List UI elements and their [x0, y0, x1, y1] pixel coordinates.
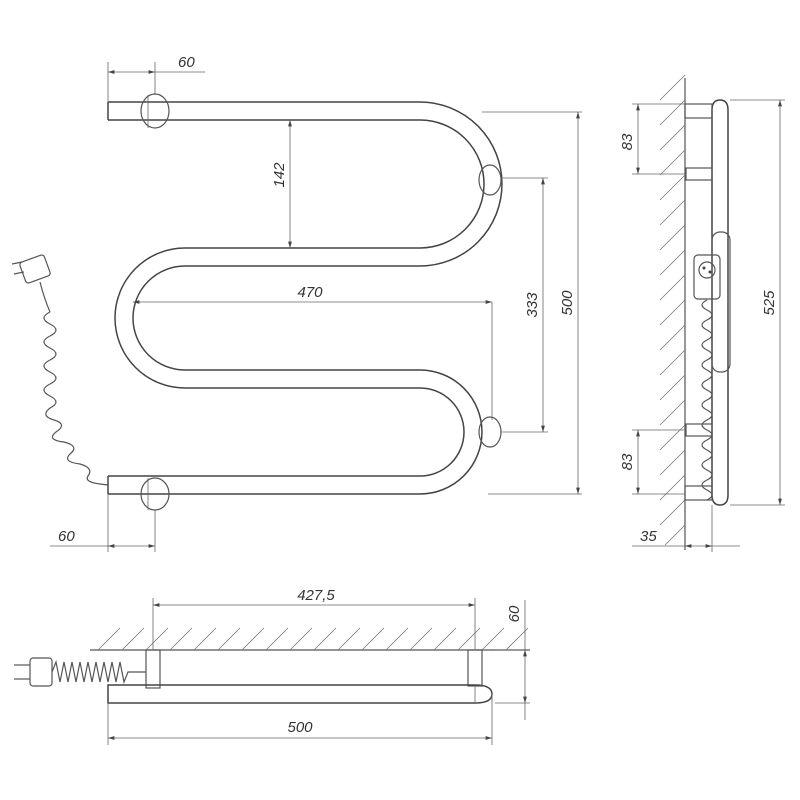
dim-top-width: 500 [287, 719, 313, 736]
top-wall-hatching [97, 627, 529, 651]
dim-front-left-offset-bottom: 60 [58, 528, 75, 545]
top-coiled-cord [51, 659, 146, 685]
front-mount-lower-right [478, 416, 548, 448]
side-wall-hatching [659, 74, 686, 546]
dim-top-mount-spacing: 427,5 [297, 587, 335, 604]
top-mount-posts [145, 649, 483, 689]
dim-front-mount-spacing: 333 [524, 292, 541, 318]
dim-front-height: 500 [559, 290, 576, 316]
front-coiled-cord [43, 311, 109, 486]
front-mount-upper-right [478, 164, 548, 196]
dim-top-depth: 60 [506, 605, 523, 622]
dim-side-height: 525 [761, 290, 778, 316]
dim-front-bend-gap: 142 [271, 162, 288, 188]
front-mount-top-left [140, 93, 170, 129]
dim-front-left-offset-top: 60 [178, 54, 195, 71]
side-pipe [711, 99, 729, 506]
front-pipe-inner [108, 119, 485, 477]
dim-side-depth: 35 [640, 528, 657, 545]
side-socket-icon [693, 254, 721, 300]
top-plug-icon [14, 657, 53, 687]
dim-side-top-offset: 83 [619, 133, 636, 150]
front-plug-icon [11, 254, 51, 313]
side-coiled-cord [701, 299, 713, 501]
side-view: 83 525 83 35 [619, 74, 785, 552]
top-view: 427,5 60 500 [14, 587, 530, 745]
top-pipe [107, 684, 493, 704]
side-mounts [684, 103, 713, 501]
front-view: 60 142 470 333 500 60 [11, 54, 582, 552]
dim-side-bottom-offset: 83 [619, 453, 636, 470]
dim-front-width: 470 [297, 284, 323, 301]
side-heater-housing [711, 231, 731, 373]
